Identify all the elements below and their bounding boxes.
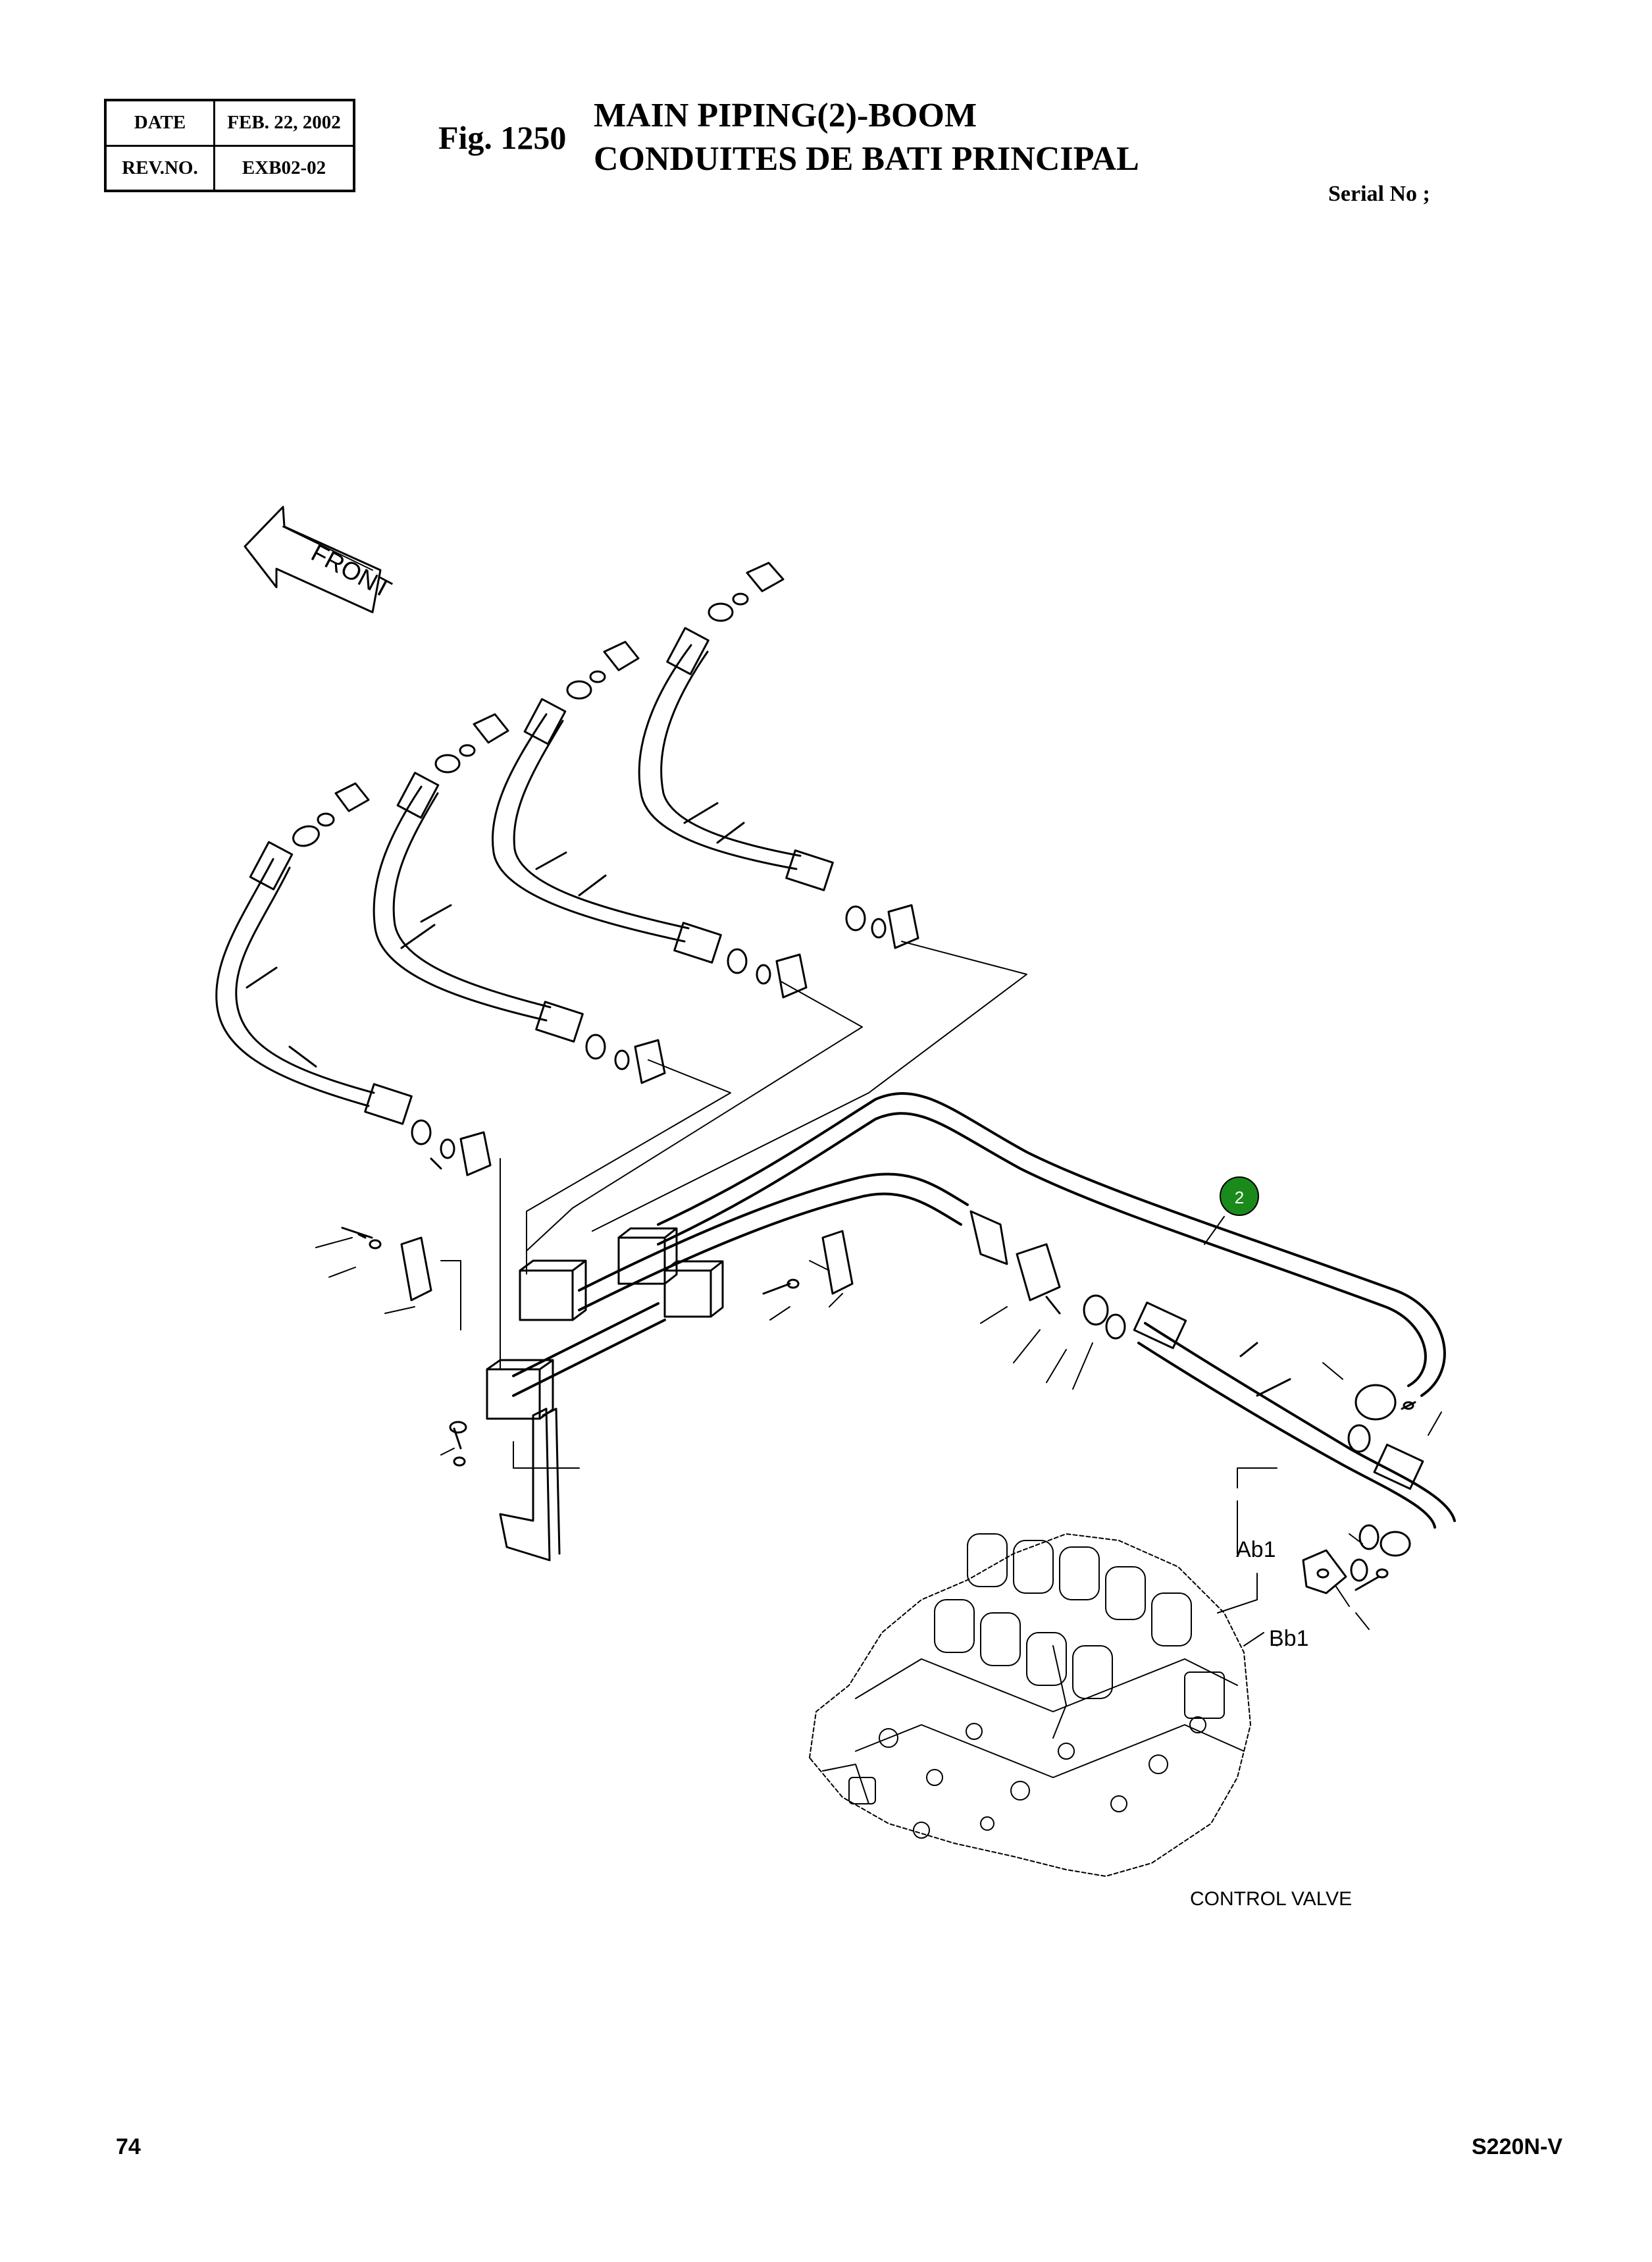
figure-number: Fig. 1250 (438, 119, 567, 156)
callout-circle (1220, 1176, 1259, 1216)
port-label-leaders (1217, 1573, 1278, 1646)
callout-leader (1204, 1216, 1225, 1245)
rev-value: EXB02-02 (213, 144, 355, 192)
hose-assembly-2 (373, 713, 666, 1084)
mounting-hardware (341, 1226, 1416, 1562)
main-pipe-assembly (512, 1092, 1456, 1557)
callout-number: 2 (1235, 1188, 1244, 1207)
front-direction-arrow (244, 506, 382, 614)
port-label-bb1: Bb1 (1269, 1626, 1309, 1651)
page-number: 74 (116, 2134, 141, 2159)
control-valve-body (809, 1533, 1251, 1877)
leader-lines-upper (500, 941, 1027, 1370)
leader-lines-hardware (315, 1237, 1442, 1630)
control-valve-label: CONTROL VALVE (1190, 1888, 1352, 1910)
model-number: S220N-V (1472, 2134, 1562, 2159)
serial-number-label: Serial No ; (1328, 182, 1430, 206)
port-fittings (1302, 1524, 1389, 1594)
port-label-ab1: Ab1 (1236, 1537, 1276, 1562)
revision-table: DATE FEB. 22, 2002 REV.NO. EXB02-02 (104, 99, 355, 192)
hose-assembly-1 (215, 782, 492, 1176)
hose-assembly-4 (638, 562, 919, 949)
figure-title-french: CONDUITES DE BATI PRINCIPAL (594, 140, 1139, 178)
front-label: FRONT (307, 539, 396, 604)
date-value: FEB. 22, 2002 (213, 99, 355, 147)
rev-label: REV.NO. (104, 144, 215, 192)
hose-assembly-3 (492, 641, 808, 999)
date-label: DATE (104, 99, 215, 147)
figure-title-english: MAIN PIPING(2)-BOOM (594, 97, 977, 134)
